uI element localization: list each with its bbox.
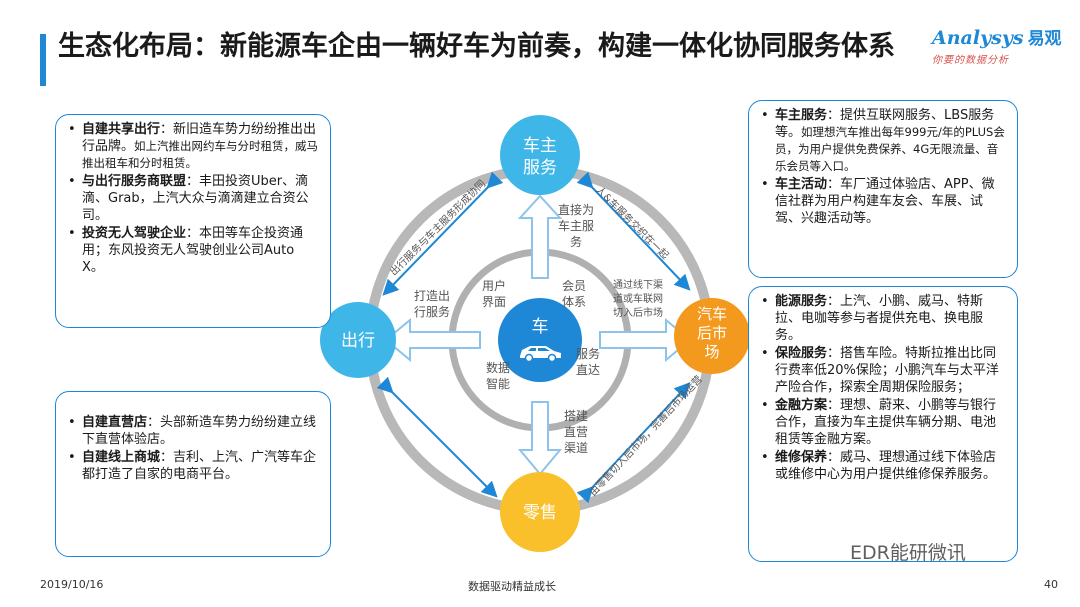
watermark: EDR能研微讯 (850, 542, 966, 564)
arrow-label-up-3: 务 (570, 234, 582, 249)
node-travel[interactable] (320, 302, 396, 378)
arrow-service-aftermarket (576, 171, 691, 291)
list-item: 自建共享出行：新旧造车势力纷纷推出出行品牌。如上汽推出网约车与分时租赁，威马推出… (64, 121, 320, 172)
inner-label-ui-2: 界面 (482, 295, 506, 309)
inner-label-direct-2: 直达 (576, 363, 600, 377)
list-item: 维修保养：威马、理想通过线下体验店或维修中心为用户提供维修保养服务。 (757, 449, 1007, 483)
arrow-label-down-1: 搭建 (564, 409, 588, 423)
box-owner-service: 车主服务：提供互联网服务、LBS服务等。如理想汽车推出每年999元/年的PLUS… (748, 100, 1018, 278)
logo-slogan: 你要的数据分析 (932, 55, 1009, 66)
footer-date: 2019/10/16 (40, 578, 104, 591)
list-item: 自建线上商城：吉利、上汽、广汽等车企都打造了自家的电商平台。 (64, 449, 320, 483)
inner-label-data-2: 智能 (486, 376, 510, 391)
inner-label-ui-1: 用户 (482, 278, 506, 293)
node-retail[interactable] (500, 472, 580, 552)
arrow-label-left-1: 打造出 (414, 289, 450, 303)
title-accent-bar (40, 34, 46, 86)
arrow-label-right-2: 道或车联网 (613, 292, 663, 305)
logo-brand-cn: 易观 (1027, 29, 1062, 49)
block-arrow-left (384, 317, 481, 363)
arrow-label-up-2: 车主服 (558, 218, 594, 233)
footer-slogan: 数据驱动精益成长 (468, 580, 556, 593)
page-number: 40 (1044, 578, 1058, 591)
arrow-label-right-3: 切入后市场 (613, 306, 663, 319)
list-item: 投资无人驾驶企业：本田等车企投资通用；东风投资无人驾驶创业公司Auto X。 (64, 225, 320, 276)
list-item: 能源服务：上汽、小鹏、威马、特斯拉、电咖等参与者提供充电、换电服务。 (757, 293, 1007, 344)
node-owner-service[interactable] (500, 115, 580, 195)
block-arrow-up (517, 194, 563, 279)
arrow-service-travel (382, 171, 504, 296)
list-item: 保险服务：搭售车险。特斯拉推出比同行费率低20%保险；小鹏汽车与太平洋产险合作，… (757, 345, 1007, 396)
block-arrow-down (517, 401, 563, 476)
arrow-label-right-1: 通过线下渠 (613, 278, 663, 291)
list-item: 车主活动：车厂通过体验店、APP、微信社群为用户构建车友会、车展、试驾、兴趣活动… (757, 176, 1007, 227)
arrow-label-down-2: 直营 (564, 425, 588, 439)
logo-brand: Analysys (932, 27, 1024, 49)
arc-label-retail-aftermarket: 由零售切入后市场，完善后市场运营 (586, 373, 705, 499)
list-item: 金融方案：理想、蔚来、小鹏等与银行合作，直接为车主提供车辆分期、电池租赁等金融方… (757, 397, 1007, 448)
list-item: 车主服务：提供互联网服务、LBS服务等。如理想汽车推出每年999元/年的PLUS… (757, 107, 1007, 175)
box-travel: 自建共享出行：新旧造车势力纷纷推出出行品牌。如上汽推出网约车与分时租赁，威马推出… (55, 114, 331, 328)
arc-label-people-car: 人&车服务交织在一起 (593, 183, 671, 261)
box-retail: 自建直营店：头部新造车势力纷纷建立线下直营体验店。 自建线上商城：吉利、上汽、广… (55, 391, 331, 557)
node-car[interactable] (498, 298, 582, 382)
arc-label-travel-service: 出行服务与车主服务形成协同 (387, 177, 488, 278)
arrow-label-up-1: 直接为 (558, 202, 594, 217)
arrow-label-left-2: 行服务 (414, 304, 450, 319)
arrow-travel-retail (376, 376, 498, 498)
node-aftermarket[interactable] (674, 298, 750, 374)
list-item: 自建直营店：头部新造车势力纷纷建立线下直营体验店。 (64, 414, 320, 448)
list-item: 与出行服务商联盟：丰田投资Uber、滴滴、Grab，上汽大众与滴滴建立合资公司。 (64, 173, 320, 224)
arrow-retail-aftermarket (576, 382, 691, 504)
inner-label-member-1: 会员 (562, 279, 586, 293)
box-aftermarket: 能源服务：上汽、小鹏、威马、特斯拉、电咖等参与者提供充电、换电服务。 保险服务：… (748, 286, 1018, 562)
page-title: 生态化布局：新能源车企由一辆好车为前奏，构建一体化协同服务体系 (58, 31, 895, 62)
arrow-label-down-3: 渠道 (564, 441, 588, 455)
